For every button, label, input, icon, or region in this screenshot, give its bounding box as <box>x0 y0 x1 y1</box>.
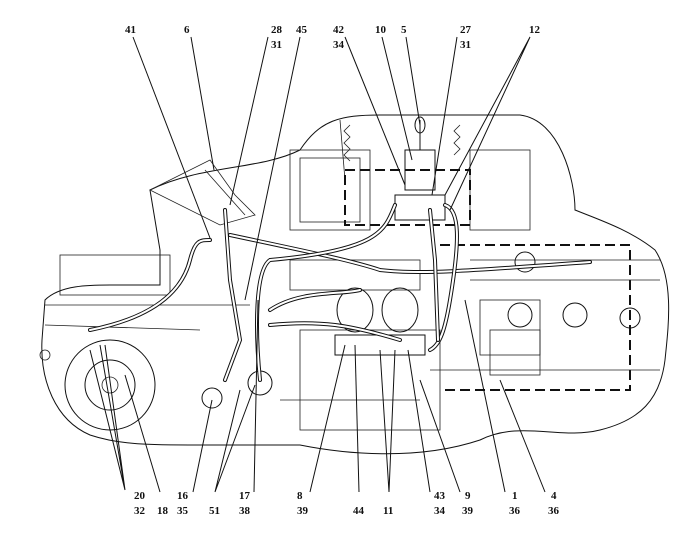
callout-31b: 31 <box>460 39 471 51</box>
callout-38: 38 <box>239 505 251 517</box>
callout-10: 10 <box>375 24 387 36</box>
cabin-structure <box>149 119 631 391</box>
callout-35: 35 <box>177 505 189 517</box>
callout-41: 41 <box>125 24 136 36</box>
callout-39b: 39 <box>462 505 474 517</box>
callout-1: 1 <box>512 490 518 502</box>
callout-36b: 36 <box>548 505 560 517</box>
callout-27: 27 <box>460 24 472 36</box>
callout-5: 5 <box>401 24 407 36</box>
top-callouts: 41 6 28 31 45 42 34 10 5 27 31 12 <box>125 24 541 51</box>
callout-34: 34 <box>333 39 345 51</box>
callout-42: 42 <box>333 24 345 36</box>
callout-9: 9 <box>465 490 471 502</box>
callout-45: 45 <box>296 24 308 36</box>
callout-18: 18 <box>157 505 169 517</box>
bottom-callouts: 20 32 18 16 35 51 17 38 8 39 44 11 43 34… <box>134 490 560 517</box>
callout-36: 36 <box>509 505 521 517</box>
callout-39: 39 <box>297 505 309 517</box>
callout-16: 16 <box>177 490 189 502</box>
callout-4: 4 <box>551 490 557 502</box>
callout-31: 31 <box>271 39 282 51</box>
callout-43: 43 <box>434 490 446 502</box>
hydraulic-hoses <box>88 203 592 382</box>
callout-leaders <box>89 36 546 493</box>
callout-51: 51 <box>209 505 220 517</box>
callout-32: 32 <box>134 505 146 517</box>
callout-34b: 34 <box>434 505 446 517</box>
callout-28: 28 <box>271 24 283 36</box>
callout-20: 20 <box>134 490 146 502</box>
callout-11: 11 <box>383 505 393 517</box>
callout-44: 44 <box>353 505 365 517</box>
callout-6: 6 <box>184 24 190 36</box>
callout-8: 8 <box>297 490 303 502</box>
callout-12: 12 <box>529 24 541 36</box>
callout-17: 17 <box>239 490 251 502</box>
control-valve <box>394 116 446 221</box>
section-outline <box>41 114 670 455</box>
